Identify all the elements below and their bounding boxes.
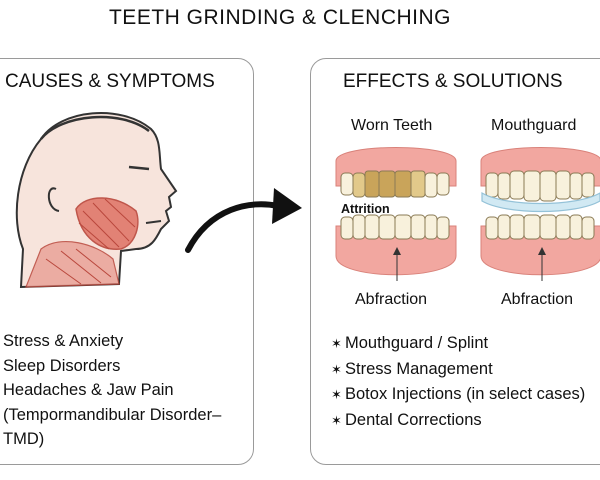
star-bullet-icon: ✶ — [331, 336, 342, 351]
cause-item: Stress & Anxiety — [3, 332, 124, 350]
solutions-list: ✶Mouthguard / Splint ✶Stress Management … — [331, 331, 585, 433]
worn-teeth-illustration — [335, 147, 457, 281]
face-illustration — [15, 112, 178, 289]
neck-muscle — [25, 241, 120, 288]
cause-item: TMD) — [3, 430, 45, 448]
solution-item: ✶Mouthguard / Splint — [331, 331, 585, 357]
mouthguard-illustration — [480, 147, 600, 281]
hair-line — [40, 115, 150, 140]
attrition-label: Attrition — [341, 202, 390, 216]
star-bullet-icon: ✶ — [331, 412, 342, 428]
page-title: TEETH GRINDING & CLENCHING — [108, 6, 452, 29]
cause-item: Headaches & Jaw Pain — [3, 381, 174, 399]
worn-teeth-label: Worn Teeth — [351, 117, 433, 134]
causes-heading: CAUSES & SYMPTOMS — [5, 71, 215, 92]
curved-arrow — [185, 188, 302, 253]
cause-item: (Tempormandibular Disorder– — [3, 405, 222, 424]
effects-panel: EFFECTS & SOLUTIONS Worn Teeth Mouthguar… — [310, 58, 600, 465]
solution-item: ✶Botox Injections (in select cases) — [331, 382, 585, 408]
eye — [128, 165, 150, 171]
solution-item: ✶Stress Management — [331, 357, 585, 383]
causes-panel: CAUSES & SYMPTOMS Stress & Anxiety Sleep… — [0, 58, 254, 465]
cause-item: Sleep Disorders — [3, 356, 121, 375]
abfraction-left-label: Abfraction — [355, 291, 428, 308]
solution-item: ✶Dental Corrections — [331, 408, 585, 434]
causes-list: Stress & Anxiety Sleep Disorders Headach… — [3, 329, 221, 452]
mouth — [145, 220, 162, 224]
star-bullet-icon: ✶ — [331, 361, 342, 377]
jaw-muscle — [75, 197, 139, 250]
abfraction-right-label: Abfraction — [501, 291, 574, 308]
effects-heading: EFFECTS & SOLUTIONS — [343, 71, 563, 92]
ear — [47, 187, 60, 212]
mouthguard-label: Mouthguard — [491, 117, 577, 134]
star-bullet-icon: ✶ — [331, 387, 342, 402]
